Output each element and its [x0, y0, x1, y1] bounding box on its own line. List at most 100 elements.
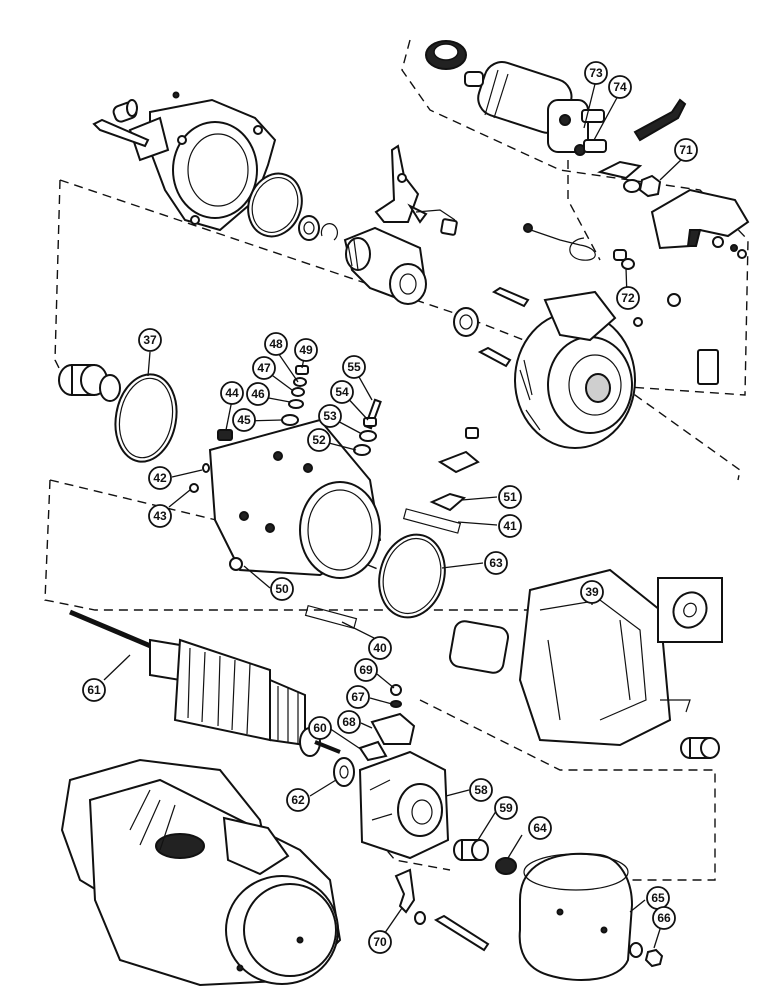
svg-text:48: 48 [269, 337, 283, 351]
drive-pinion-assembly [343, 226, 427, 305]
callout-55: 55 [342, 355, 366, 379]
svg-text:52: 52 [312, 433, 326, 447]
plug-64 [495, 857, 517, 875]
callout-47: 47 [252, 356, 276, 380]
callout-40: 40 [368, 636, 392, 660]
svg-text:63: 63 [489, 556, 503, 570]
callout-60: 60 [308, 716, 332, 740]
insulator-44 [217, 429, 233, 441]
callout-50: 50 [270, 577, 294, 601]
armature-assembly [69, 609, 341, 757]
svg-text:53: 53 [323, 409, 337, 423]
thrust-washer-62 [333, 757, 355, 787]
drive-retaining-ring [320, 223, 338, 241]
inspection-gasket [449, 620, 509, 674]
svg-text:49: 49 [299, 343, 313, 357]
washer-70 [414, 911, 426, 925]
svg-text:51: 51 [503, 490, 517, 504]
callout-72: 72 [616, 286, 640, 310]
svg-text:44: 44 [225, 386, 239, 400]
field-frame-housing [208, 418, 382, 579]
svg-text:60: 60 [313, 721, 327, 735]
callout-54: 54 [330, 380, 354, 404]
callout-44: 44 [220, 381, 244, 405]
callout-74: 74 [608, 75, 632, 99]
brush-plate-58 [358, 750, 450, 860]
svg-text:71: 71 [679, 143, 693, 157]
svg-text:72: 72 [621, 291, 635, 305]
callout-61: 61 [82, 678, 106, 702]
callout-41: 41 [498, 514, 522, 538]
callout-49: 49 [294, 338, 318, 362]
svg-text:61: 61 [87, 683, 101, 697]
svg-text:41: 41 [503, 519, 517, 533]
end-cap-65 [518, 852, 634, 981]
svg-text:47: 47 [257, 361, 271, 375]
callout-51: 51 [498, 485, 522, 509]
callout-67: 67 [346, 685, 370, 709]
lever-pin [415, 209, 456, 221]
washer-45 [281, 414, 299, 426]
cable-lead [523, 223, 596, 261]
o-ring-37 [114, 373, 178, 463]
spacer-72 [613, 249, 627, 261]
shift-lever [374, 144, 428, 224]
callout-62: 62 [286, 788, 310, 812]
callout-39: 39 [580, 580, 604, 604]
commutator-end-frame [514, 290, 636, 449]
callout-53: 53 [318, 404, 342, 428]
screw-43 [189, 483, 199, 493]
callout-73: 73 [584, 61, 608, 85]
svg-text:45: 45 [237, 413, 251, 427]
svg-text:59: 59 [499, 801, 513, 815]
insulator-stack [465, 427, 479, 439]
frame-small-ring [633, 317, 643, 327]
svg-text:58: 58 [474, 783, 488, 797]
svg-text:74: 74 [613, 80, 627, 94]
callout-70: 70 [368, 930, 392, 954]
svg-text:62: 62 [291, 793, 305, 807]
field-insulator-41 [402, 508, 462, 534]
nut-72 [621, 258, 635, 270]
svg-text:67: 67 [351, 690, 365, 704]
drive-end-housing [128, 98, 277, 232]
washer-47 [291, 387, 305, 397]
svg-text:40: 40 [373, 641, 387, 655]
frame-bolt-upper [491, 286, 530, 308]
end-bushing [680, 737, 720, 759]
callout-37: 37 [138, 328, 162, 352]
small-screw-top [172, 91, 180, 99]
bushing-59 [453, 839, 489, 861]
washer-67 [390, 700, 402, 708]
svg-text:54: 54 [335, 385, 349, 399]
o-ring-63 [378, 533, 446, 619]
svg-text:68: 68 [342, 715, 356, 729]
washer-inset [657, 577, 723, 643]
leader-lines [103, 79, 684, 949]
washer-52 [353, 444, 371, 456]
housing-o-ring [247, 172, 303, 238]
field-coil-assembly [518, 568, 691, 747]
svg-text:46: 46 [251, 387, 265, 401]
callout-68: 68 [337, 710, 361, 734]
lead-bracket [437, 450, 480, 474]
frame-washer [453, 307, 479, 337]
frame-screw-right [667, 293, 681, 307]
field-frame-washer [99, 374, 121, 402]
callout-71: 71 [674, 138, 698, 162]
svg-text:42: 42 [153, 471, 167, 485]
svg-text:66: 66 [657, 911, 671, 925]
callout-43: 43 [148, 504, 172, 528]
callout-66: 66 [652, 906, 676, 930]
svg-text:50: 50 [275, 582, 289, 596]
callout-48: 48 [264, 332, 288, 356]
nut-66 [644, 948, 664, 968]
frame-bolt-lower [477, 346, 512, 368]
svg-text:43: 43 [153, 509, 167, 523]
terminal-cover [650, 188, 750, 259]
svg-text:37: 37 [143, 333, 157, 347]
through-bolt [433, 914, 490, 952]
brush-holder-68 [370, 712, 416, 745]
callout-69: 69 [354, 658, 378, 682]
